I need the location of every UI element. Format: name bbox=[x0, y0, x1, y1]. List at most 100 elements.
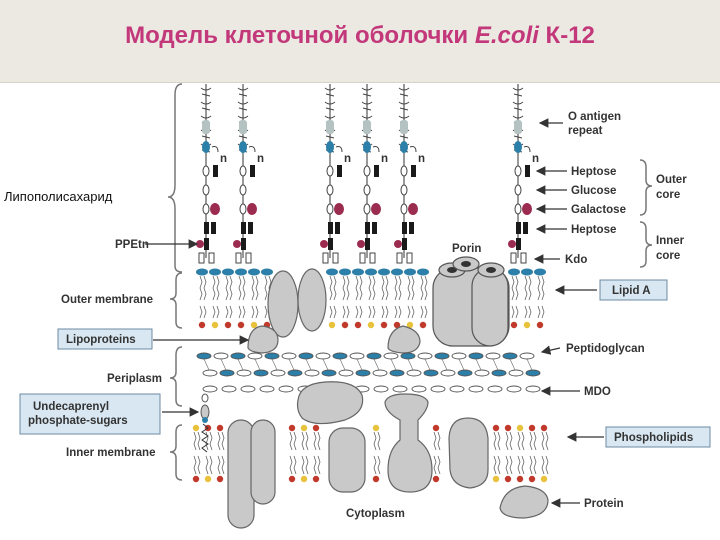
peptidoglycan-unit bbox=[508, 369, 524, 377]
heptose-side bbox=[525, 165, 530, 177]
lps-molecule: n bbox=[320, 84, 351, 264]
protein-label: Protein bbox=[584, 498, 624, 510]
phospholipid-head bbox=[372, 424, 380, 432]
peptidoglycan-unit bbox=[417, 352, 433, 360]
phospholipid-head bbox=[406, 321, 414, 329]
page-title: Модель клеточной оболочки E.coli К-12 bbox=[0, 22, 720, 50]
phospholipid-head bbox=[312, 424, 320, 432]
kdo-unit bbox=[198, 252, 205, 264]
phospholipid-head bbox=[432, 424, 440, 432]
mdo-unit bbox=[430, 385, 446, 393]
heptose-core bbox=[516, 222, 521, 234]
lipid-a-label: Lipid A bbox=[612, 285, 651, 297]
kdo-unit bbox=[359, 252, 366, 264]
ppetn-unit bbox=[394, 240, 402, 248]
glucose-blue-unit bbox=[326, 141, 334, 153]
phospholipid-head bbox=[516, 424, 524, 432]
peptidoglycan-unit bbox=[423, 369, 439, 377]
phospholipid-head bbox=[300, 475, 308, 483]
undecaprenyl-box bbox=[19, 393, 161, 435]
phospholipid-head bbox=[504, 424, 512, 432]
lipid-a-head bbox=[196, 268, 208, 276]
phospholipid-head bbox=[528, 475, 536, 483]
peptidoglycan-unit bbox=[338, 369, 354, 377]
peptidoglycan-unit bbox=[519, 352, 535, 360]
phospholipid-head bbox=[540, 475, 548, 483]
peptidoglycan-unit bbox=[247, 352, 263, 360]
galactose-unit bbox=[247, 203, 257, 215]
peptidoglycan-unit bbox=[474, 369, 490, 377]
mdo-label: MDO bbox=[584, 386, 611, 398]
mdo-unit bbox=[468, 385, 484, 393]
phospholipid-head bbox=[192, 424, 200, 432]
galactose-unit bbox=[210, 203, 220, 215]
peptidoglycan-unit bbox=[440, 369, 456, 377]
lipid-a-head bbox=[404, 268, 416, 276]
peptidoglycan-unit bbox=[349, 352, 365, 360]
phospholipid-head bbox=[492, 424, 500, 432]
heptose-side bbox=[250, 165, 255, 177]
mdo-unit bbox=[411, 385, 427, 393]
kdo-unit bbox=[235, 252, 242, 264]
peptidoglycan-unit bbox=[457, 369, 473, 377]
peptidoglycan-unit bbox=[304, 369, 320, 377]
outer-membrane bbox=[196, 268, 546, 329]
peptidoglycan-unit bbox=[525, 369, 541, 377]
phospholipid-head bbox=[224, 321, 232, 329]
arrow-icon bbox=[540, 345, 561, 355]
lipid-a-head bbox=[365, 268, 377, 276]
ppetn-label: PPEtn bbox=[115, 239, 149, 251]
kdo-unit bbox=[396, 252, 403, 264]
phospholipid-head bbox=[250, 321, 258, 329]
repeat-n: n bbox=[532, 153, 539, 165]
lipid-a-head bbox=[222, 268, 234, 276]
o-antigen-unit bbox=[239, 120, 247, 134]
lipid-a-head bbox=[508, 268, 520, 276]
phospholipid-head bbox=[372, 475, 380, 483]
peptidoglycan-unit bbox=[400, 352, 416, 360]
heptose-core bbox=[402, 222, 407, 234]
mdo-unit bbox=[392, 385, 408, 393]
outer-membrane-bracket bbox=[169, 272, 183, 329]
outer-membrane-label: Outer membrane bbox=[61, 294, 153, 306]
outer-membrane-proteins bbox=[267, 268, 327, 338]
cytoplasm-label: Cytoplasm bbox=[346, 508, 405, 520]
peptidoglycan-unit bbox=[236, 369, 252, 377]
phospholipid-head bbox=[367, 321, 375, 329]
heptose-side bbox=[213, 165, 218, 177]
glucose-blue-unit bbox=[363, 141, 371, 153]
annotation-arrows bbox=[145, 118, 604, 508]
lipid-a-head bbox=[534, 268, 546, 276]
heptose-core bbox=[204, 222, 209, 234]
inner-membrane-proteins bbox=[227, 381, 549, 529]
glucose-label: Glucose bbox=[571, 185, 616, 197]
heptose-bottom-label: Heptose bbox=[571, 224, 616, 236]
o-antigen-unit bbox=[400, 120, 408, 134]
phospholipid-head bbox=[328, 321, 336, 329]
peptidoglycan-unit bbox=[502, 352, 518, 360]
phospholipid-head bbox=[380, 321, 388, 329]
galactose-unit bbox=[334, 203, 344, 215]
ppetn-unit bbox=[357, 240, 365, 248]
phospholipid-head bbox=[393, 321, 401, 329]
title-italic: E.coli bbox=[474, 22, 539, 49]
phospholipid-head bbox=[528, 424, 536, 432]
peptidoglycan-unit bbox=[366, 352, 382, 360]
phospholipid-head bbox=[192, 475, 200, 483]
lps-molecule: n bbox=[394, 84, 425, 264]
heptose-core bbox=[365, 222, 370, 234]
galactose-unit bbox=[371, 203, 381, 215]
outer-core-bracket bbox=[639, 159, 653, 216]
peptidoglycan-unit bbox=[315, 352, 331, 360]
glucose-blue-unit bbox=[202, 141, 210, 153]
peptidoglycan-unit bbox=[355, 369, 371, 377]
heptose-side bbox=[411, 165, 416, 177]
peptidoglycan-unit bbox=[270, 369, 286, 377]
repeat-n: n bbox=[220, 153, 227, 165]
peptidoglycan-unit bbox=[287, 369, 303, 377]
lps-molecule: n bbox=[233, 84, 264, 264]
